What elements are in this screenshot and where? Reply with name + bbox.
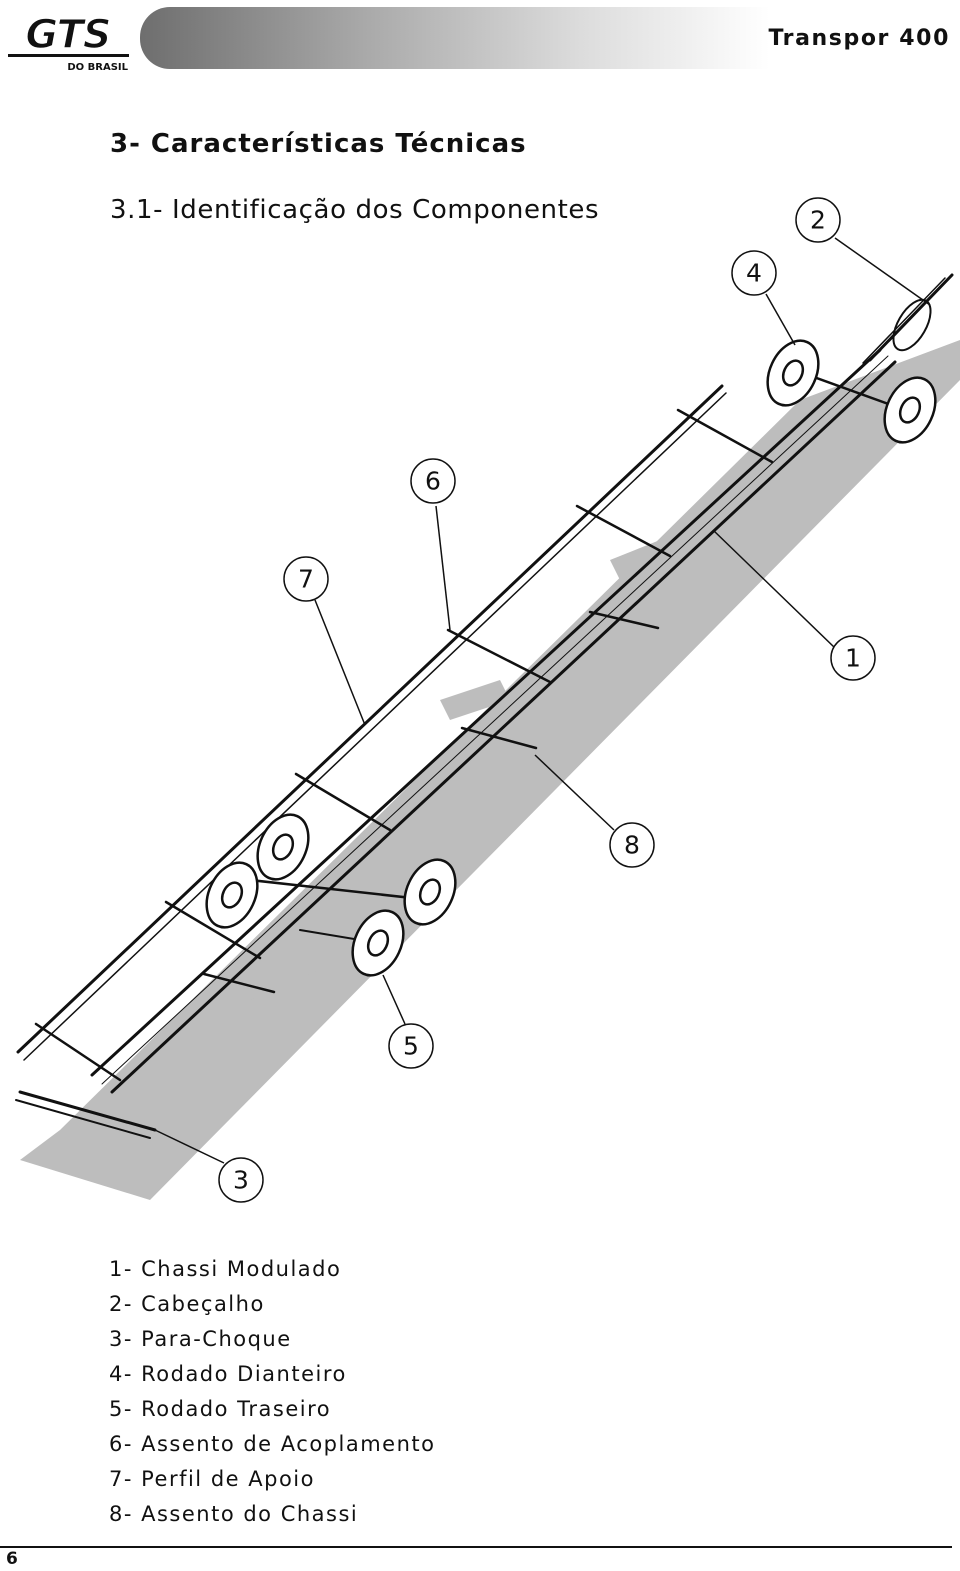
drop-shadow (20, 340, 960, 1200)
legend-item: 8- Assento do Chassi (109, 1502, 359, 1526)
callout-markers (218, 197, 876, 1203)
leader-lines (154, 237, 931, 1164)
logo-text: GTS (25, 12, 110, 58)
callout-circle (388, 1023, 434, 1069)
legend-item: 5- Rodado Traseiro (109, 1397, 332, 1421)
logo-subtext: DO BRASIL (67, 62, 128, 72)
callout-7: 7 (298, 565, 314, 594)
callout-circle (283, 556, 329, 602)
component-legend: 1- Chassi Modulado 2- Cabeçalho 3- Para-… (109, 1252, 435, 1532)
document-title: Transpor 400 (768, 26, 950, 51)
callout-1: 1 (845, 644, 861, 673)
legend-item: 4- Rodado Dianteiro (109, 1362, 347, 1386)
callout-4: 4 (746, 259, 762, 288)
legend-item: 2- Cabeçalho (109, 1292, 265, 1316)
legend-item: 1- Chassi Modulado (109, 1257, 342, 1281)
callout-circle (731, 250, 777, 296)
callout-3: 3 (233, 1166, 249, 1195)
wheels (205, 298, 937, 977)
legend-item: 7- Perfil de Apoio (109, 1467, 315, 1491)
header-band (140, 7, 770, 69)
callout-circle (218, 1157, 264, 1203)
callout-circle (830, 635, 876, 681)
callout-labels: 2 4 6 7 1 8 5 3 (233, 206, 861, 1195)
chassis-frame (15, 273, 954, 1139)
legend-item: 6- Assento de Acoplamento (109, 1432, 436, 1456)
section-title: 3- Características Técnicas (110, 129, 527, 159)
component-diagram: 2 4 6 7 1 8 5 3 (15, 197, 960, 1203)
callout-circle (410, 458, 456, 504)
callout-2: 2 (810, 206, 826, 235)
callout-8: 8 (624, 831, 640, 860)
callout-5: 5 (403, 1032, 419, 1061)
footer-rule (0, 1546, 952, 1548)
callout-circle (609, 822, 655, 868)
gts-logo: GTS DO BRASIL (6, 8, 131, 72)
subsection-title: 3.1- Identificação dos Componentes (110, 195, 600, 225)
legend-item: 3- Para-Choque (109, 1327, 292, 1351)
callout-6: 6 (425, 467, 441, 496)
callout-circle (795, 197, 841, 243)
page-number: 6 (6, 1549, 18, 1569)
